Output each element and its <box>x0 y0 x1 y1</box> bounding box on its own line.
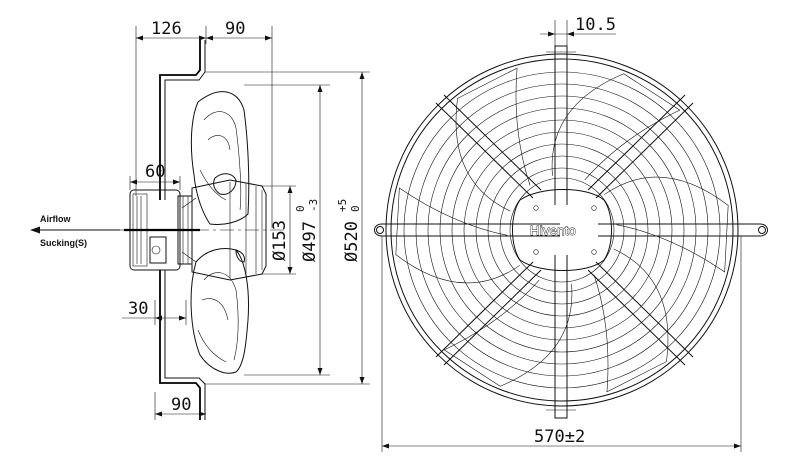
horizontal-support-bar <box>374 223 768 237</box>
guard-ring <box>487 155 637 305</box>
brand-logo: Hivento <box>530 223 576 238</box>
front-view: Hivento 10.5 570±2 <box>374 15 768 452</box>
guard-ring <box>439 107 685 353</box>
dim-90-bottom: 90 <box>171 395 191 415</box>
guard-ring <box>415 83 709 377</box>
blade-diameter: Ø497 <box>300 221 320 262</box>
wire-guard-rings <box>385 53 739 407</box>
blade-lower <box>190 248 249 374</box>
ring-tol-lower: 0 <box>349 205 362 212</box>
fan-blade-outline <box>593 248 669 393</box>
dim-90-top: 90 <box>225 19 245 39</box>
guard-ring <box>499 167 625 293</box>
blade-upper <box>190 91 250 225</box>
diagonal-support-bars <box>435 94 694 366</box>
guard-ring <box>385 53 739 407</box>
blade-tol-lower: -3 <box>307 199 320 212</box>
guard-ring <box>475 143 649 317</box>
guard-ring <box>463 131 661 329</box>
mounting-frame-top <box>159 40 201 200</box>
airflow-label: Airflow <box>40 214 71 224</box>
blade-tol-upper: 0 <box>294 205 307 212</box>
guard-ring <box>451 119 673 341</box>
airflow-mode-label: Sucking(S) <box>40 238 87 248</box>
center-hub-plate <box>512 189 612 271</box>
ring-tol-upper: +5 <box>336 199 349 212</box>
hub-diameter: Ø153 <box>270 220 290 261</box>
mounting-frame-bottom <box>159 270 201 420</box>
dim-bracket-width: 10.5 <box>575 15 616 35</box>
guard-ring <box>403 71 721 389</box>
guard-ring <box>390 58 734 402</box>
fan-blade-outline <box>395 187 521 284</box>
vertical-support-bar <box>546 45 576 419</box>
dim-overall-width: 570±2 <box>534 427 585 447</box>
guard-ring <box>509 177 615 283</box>
dim-30: 30 <box>128 299 148 319</box>
dim-60: 60 <box>145 162 165 182</box>
fan-blade-outline <box>603 176 729 273</box>
fan-blade-outline <box>455 67 531 212</box>
ring-diameter: Ø520 <box>342 221 362 262</box>
side-view: 126 90 60 30 90 Airflow Sucking(S) Ø153 … <box>30 19 370 420</box>
dim-126: 126 <box>151 19 182 39</box>
guard-ring <box>427 95 697 365</box>
fan-blade-outline <box>551 73 681 181</box>
